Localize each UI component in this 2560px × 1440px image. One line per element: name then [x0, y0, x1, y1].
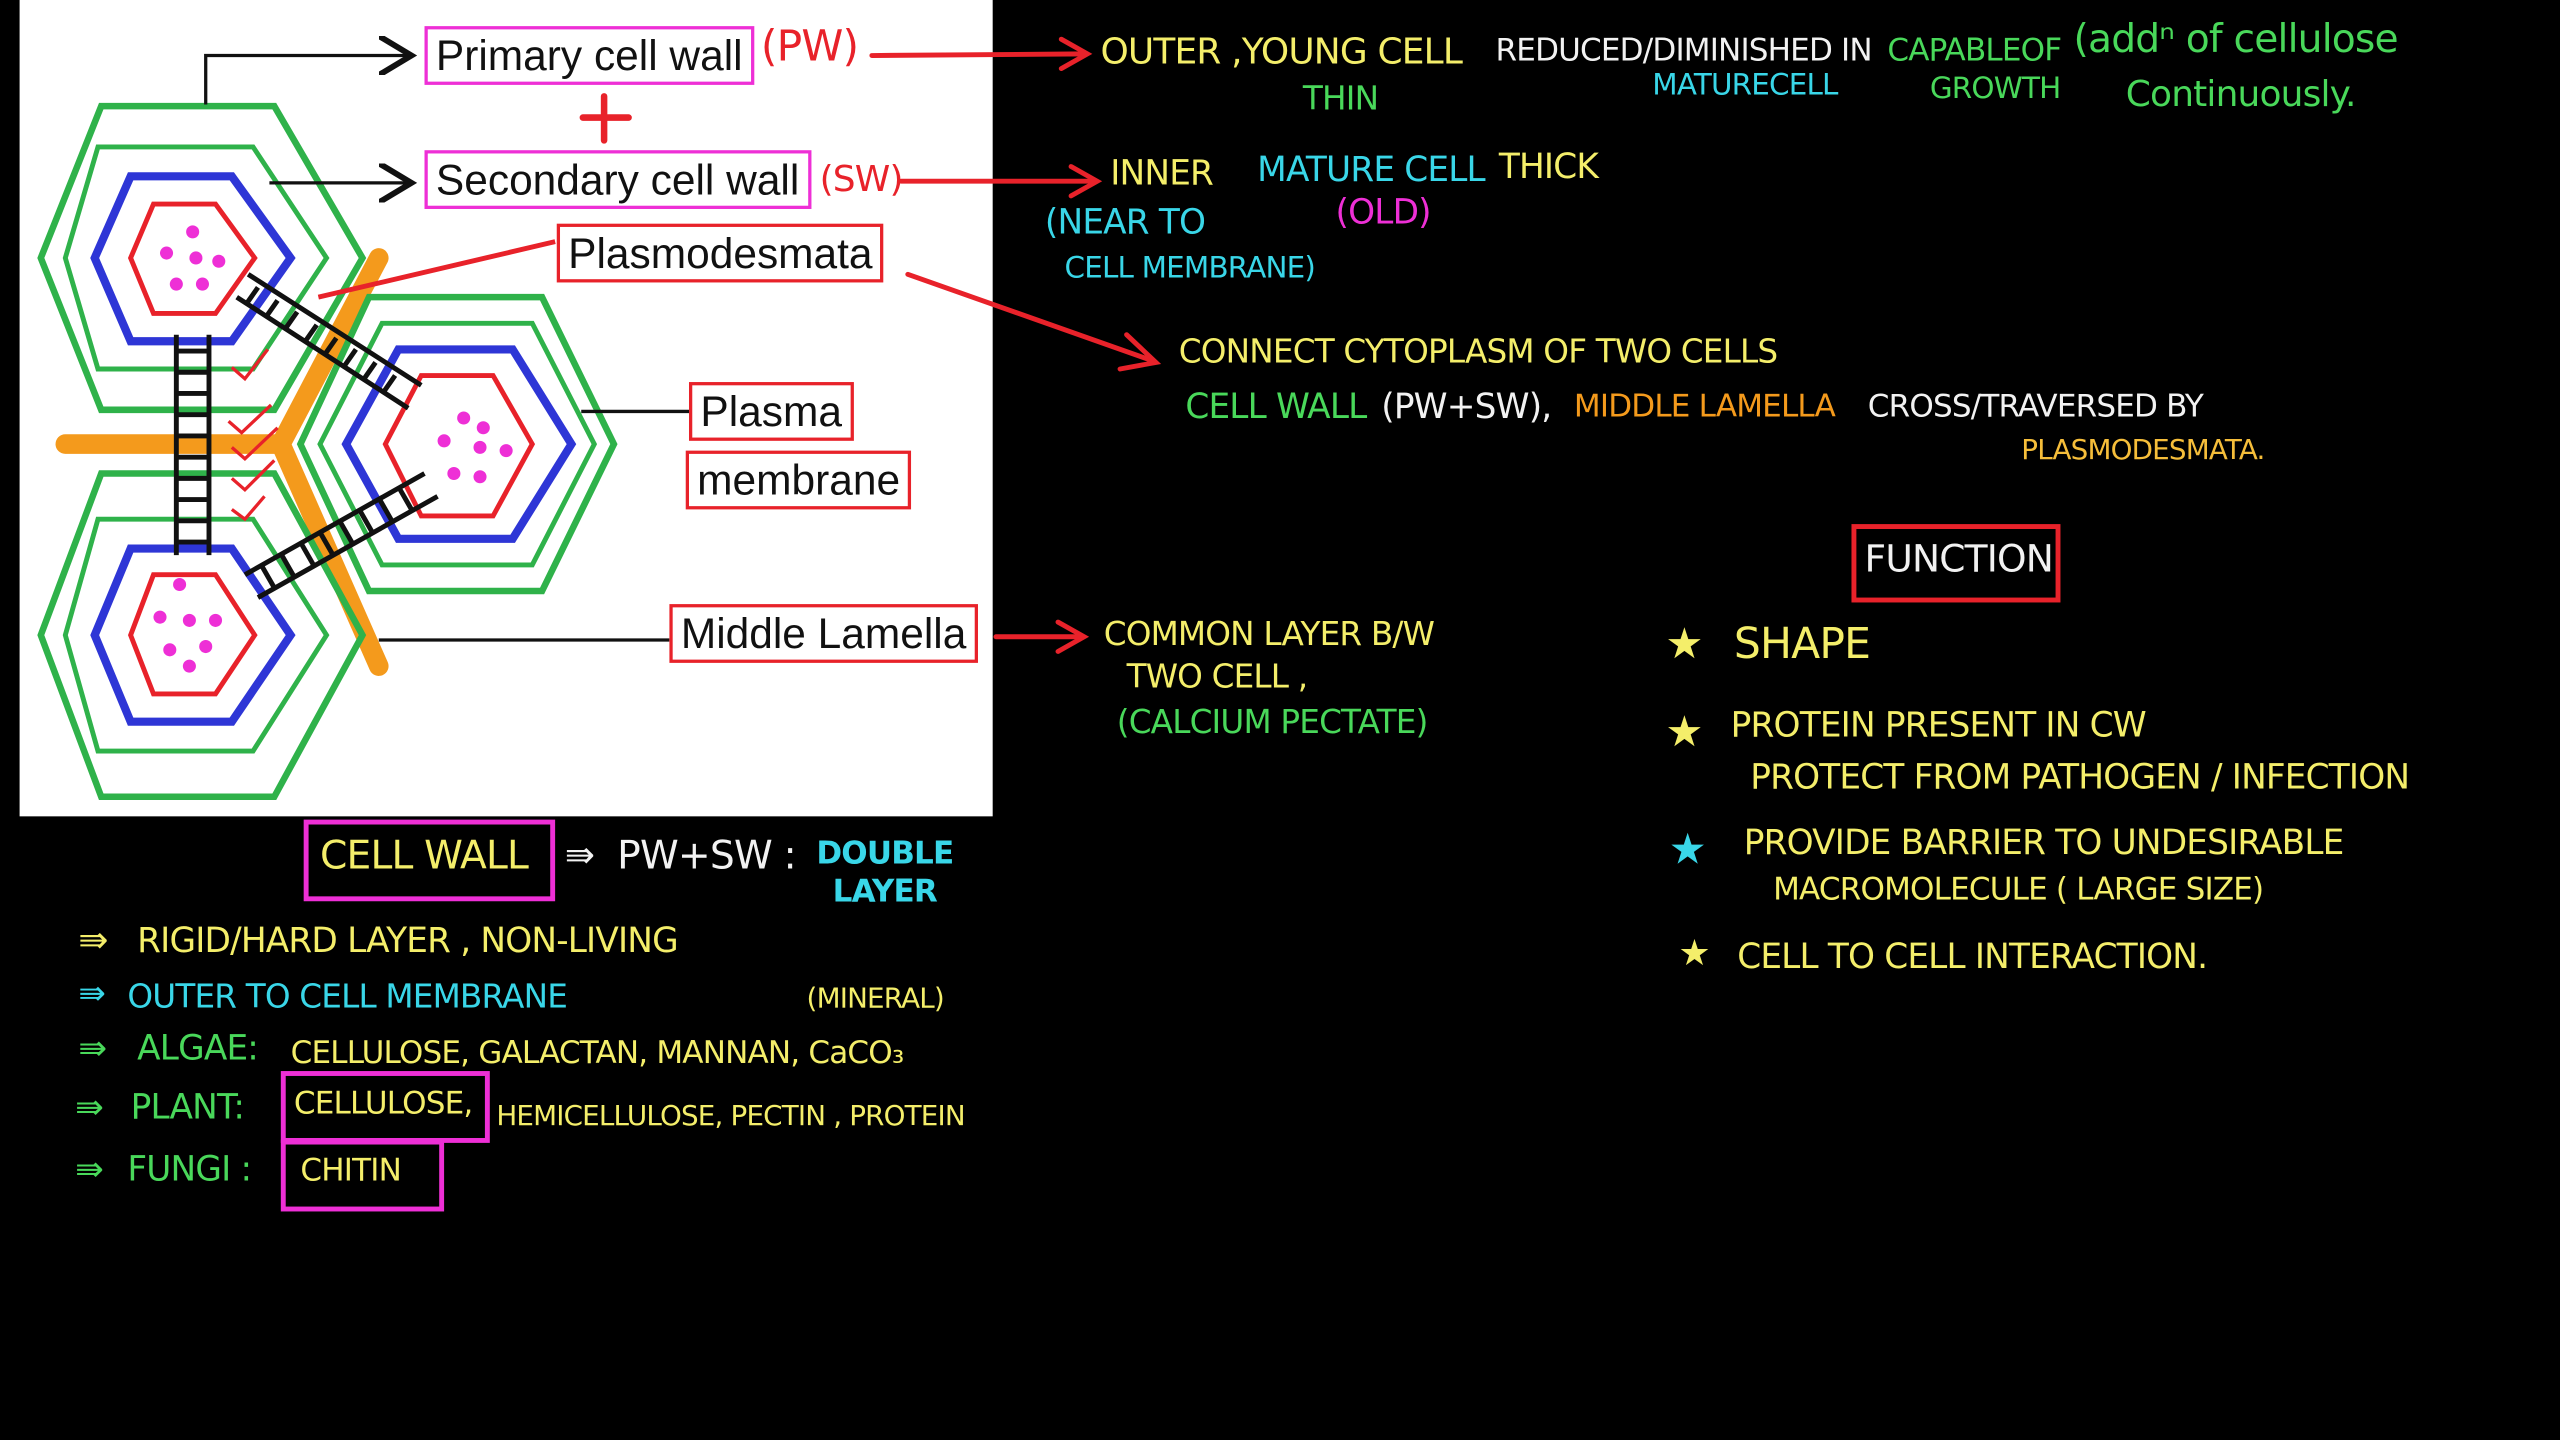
- function-title-box: [1851, 524, 2061, 603]
- cell-wall-arrow: ⇛: [564, 835, 595, 877]
- function-macromolecule: MACROMOLECULE ( LARGE SIZE): [1773, 871, 2264, 908]
- cell-bottom-left: [37, 470, 367, 801]
- pw-capable: CAPABLEOF: [1887, 32, 2062, 69]
- cell-right: [296, 293, 618, 595]
- leader-primary: [204, 56, 412, 105]
- bullet-algae-text: CELLULOSE, GALACTAN, MANNAN, CaCO₃: [290, 1035, 905, 1072]
- pw-mature-cell: MATURECELL: [1652, 68, 1838, 103]
- cell-wall-formula: PW+SW :: [617, 832, 797, 879]
- bullet-marker: ⇛: [78, 973, 105, 1013]
- bullet-marker: ⇛: [75, 1149, 104, 1189]
- bullet-plant-head: PLANT:: [130, 1087, 245, 1127]
- bullet-marker: ⇛: [75, 1087, 104, 1127]
- primary-cell-wall-label: Primary cell wall: [424, 26, 755, 85]
- pd-cell-wall: CELL WALL: [1185, 386, 1367, 427]
- pd-crossed: CROSS/TRAVERSED BY: [1867, 388, 2204, 425]
- pw-continuously: Continuously.: [2125, 75, 2357, 116]
- function-protect: PROTECT FROM PATHOGEN / INFECTION: [1750, 757, 2410, 797]
- sw-old: (OLD): [1335, 192, 1432, 232]
- sw-near-to: (NEAR TO: [1044, 202, 1206, 242]
- plasma-label: Plasma: [688, 382, 854, 441]
- middle-lamella-label: Middle Lamella: [669, 604, 978, 663]
- function-protein: PROTEIN PRESENT IN CW: [1730, 705, 2147, 745]
- bullet-marker: ⇛: [78, 1028, 107, 1068]
- cell-wall-title-box: [303, 819, 556, 902]
- star-icon: ★: [1665, 708, 1704, 758]
- star-icon: ★: [1678, 933, 1711, 975]
- sw-cell-membrane: CELL MEMBRANE): [1064, 251, 1316, 286]
- sw-abbreviation: (SW): [819, 160, 904, 201]
- star-icon: ★: [1665, 620, 1704, 670]
- sw-thick: THICK: [1498, 146, 1599, 187]
- function-shape: SHAPE: [1733, 620, 1871, 670]
- pw-addition: (addⁿ of cellulose: [2073, 16, 2399, 63]
- annotation-arrows: [579, 36, 1162, 654]
- pw-thin: THIN: [1302, 78, 1379, 118]
- plasmodesmata-ladders: [173, 272, 439, 600]
- pw-reduced: REDUCED/DIMINISHED IN: [1495, 32, 1873, 69]
- bullet-fungi-boxed: CHITIN: [300, 1152, 401, 1189]
- ml-line1: COMMON LAYER B/W: [1103, 613, 1435, 654]
- plasmodesmata-label: Plasmodesmata: [556, 223, 884, 283]
- ml-line2: TWO CELL ,: [1126, 656, 1309, 696]
- cell-wall-double: DOUBLE: [816, 835, 954, 872]
- leader-plasmodesmata: [317, 239, 556, 300]
- function-title: FUNCTION: [1864, 538, 2054, 582]
- pd-pw-sw: (PW+SW),: [1381, 386, 1552, 427]
- bullet-algae-head: ALGAE:: [137, 1028, 259, 1068]
- fungi-chitin-box: [280, 1139, 445, 1212]
- ml-line3: (CALCIUM PECTATE): [1116, 702, 1429, 742]
- bullet-plant-text: HEMICELLULOSE, PECTIN , PROTEIN: [496, 1100, 965, 1134]
- bullet-plant-boxed: CELLULOSE,: [293, 1085, 473, 1122]
- bullet-outer: OUTER TO CELL MEMBRANE: [127, 976, 568, 1016]
- check-marks: [227, 348, 279, 522]
- middle-lamella-shape: [55, 248, 389, 676]
- pw-abbreviation: (PW): [760, 22, 859, 72]
- cell-wall-title: CELL WALL: [320, 832, 529, 879]
- bullet-rigid: RIGID/HARD LAYER , NON-LIVING: [137, 920, 679, 961]
- function-barrier: PROVIDE BARRIER TO UNDESIRABLE: [1743, 822, 2345, 863]
- function-interaction: CELL TO CELL INTERACTION.: [1737, 937, 2208, 977]
- bullet-fungi-head: FUNGI :: [127, 1149, 252, 1189]
- sw-inner: INNER: [1110, 153, 1214, 193]
- bullet-mineral: (MINERAL): [806, 982, 945, 1016]
- cell-wall-layer: LAYER: [832, 873, 938, 910]
- pw-outer-young: OUTER ,YOUNG CELL: [1100, 32, 1463, 74]
- pd-plasmodesmata: PLASMODESMATA.: [2021, 434, 2265, 467]
- membrane-label: membrane: [685, 450, 912, 510]
- sw-mature-cell: MATURE CELL: [1257, 150, 1485, 190]
- pd-connect: CONNECT CYTOPLASM OF TWO CELLS: [1178, 331, 1778, 371]
- pd-middle-lamella: MIDDLE LAMELLA: [1573, 388, 1836, 425]
- star-icon: ★: [1668, 826, 1707, 876]
- pw-growth: GROWTH: [1929, 71, 2061, 107]
- secondary-cell-wall-label: Secondary cell wall: [424, 150, 811, 209]
- bullet-marker: ⇛: [78, 920, 108, 962]
